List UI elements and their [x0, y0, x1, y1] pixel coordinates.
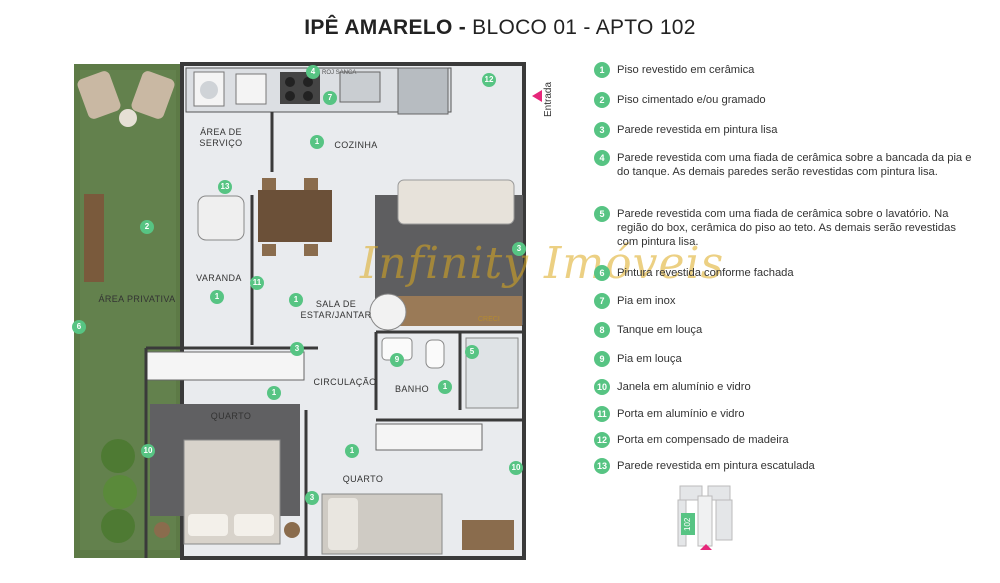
legend-badge: 6: [594, 265, 610, 281]
sofa: [397, 179, 515, 225]
legend-badge: 9: [594, 351, 610, 367]
plan-marker: 1: [267, 386, 281, 400]
room-cozinha: COZINHA: [334, 140, 378, 150]
plan-marker: 11: [250, 276, 264, 290]
room-circulacao: CIRCULAÇÃO: [313, 377, 377, 387]
legend-badge: 13: [594, 458, 610, 474]
legend-text: Porta em alumínio e vidro: [617, 408, 745, 420]
plan-marker: 6: [72, 320, 86, 334]
plan-small-text: ROJ SANCA: [322, 70, 357, 76]
key-plan-arrow: [700, 544, 712, 550]
desk: [462, 520, 514, 550]
legend-item: 4 Parede revestida com uma fiada de cerâ…: [594, 150, 974, 179]
legend-text: Pintura revestida conforme fachada: [617, 267, 794, 279]
legend-item: 8 Tanque em louça: [594, 322, 974, 338]
floor-plan-drawing: [74, 62, 542, 560]
legend-text: Parede revestida com uma fiada de cerâmi…: [617, 208, 956, 248]
title-unit: BLOCO 01 - APTO 102: [472, 16, 696, 39]
legend-item: 3 Parede revestida em pintura lisa: [594, 122, 974, 138]
legend-item: 5 Parede revestida com uma fiada de cerâ…: [594, 206, 974, 249]
hedge-1: [101, 439, 135, 473]
legend-item: 2 Piso cimentado e/ou gramado: [594, 92, 974, 108]
legend-text: Pia em inox: [617, 295, 676, 307]
hedge-2: [103, 475, 137, 509]
plan-marker: 10: [509, 461, 523, 475]
room-area-servico: ÁREA DE SERVIÇO: [199, 127, 243, 148]
legend-item: 9 Pia em louça: [594, 351, 974, 367]
room-quarto-1: QUARTO: [210, 411, 252, 421]
plan-marker: 1: [310, 135, 324, 149]
legend-badge: 11: [594, 406, 610, 422]
legend-badge: 4: [594, 150, 610, 166]
plan-marker: 1: [289, 293, 303, 307]
floor-plan: ÁREA DE SERVIÇO COZINHA VARANDA ÁREA PRI…: [72, 62, 554, 560]
legend-text: Piso revestido em cerâmica: [617, 64, 755, 76]
plan-marker: 12: [482, 73, 496, 87]
plan-marker: 3: [512, 242, 526, 256]
hedge-3: [101, 509, 135, 543]
toilet: [425, 339, 445, 369]
garden-chair-2: [131, 71, 175, 119]
legend-item: 10 Janela em alumínio e vidro: [594, 379, 974, 395]
page-title: IPÊ AMARELO - BLOCO 01 - APTO 102: [0, 16, 1000, 40]
plan-marker: 2: [140, 220, 154, 234]
legend-text: Parede revestida em pintura lisa: [617, 124, 778, 136]
legend-item: 11 Porta em alumínio e vidro: [594, 406, 974, 422]
legend-item: 1 Piso revestido em cerâmica: [594, 62, 974, 78]
wardrobe-2: [375, 423, 483, 451]
plan-marker: 7: [323, 91, 337, 105]
legend-text: Pia em louça: [617, 353, 682, 365]
garden-chair-1: [77, 71, 121, 119]
varanda-armchair: [197, 195, 245, 241]
title-project: IPÊ AMARELO -: [304, 16, 467, 39]
entrance: Entrada: [543, 72, 565, 132]
legend-badge: 1: [594, 62, 610, 78]
room-sala: SALA DE ESTAR/JANTAR: [300, 299, 372, 320]
room-banho: BANHO: [394, 384, 429, 394]
entrance-label: Entrada: [543, 81, 555, 118]
legend-item: 12 Porta em compensado de madeira: [594, 432, 974, 448]
legend-text: Porta em compensado de madeira: [617, 434, 789, 446]
legend-badge: 8: [594, 322, 610, 338]
legend-badge: 2: [594, 92, 610, 108]
legend-text: Piso cimentado e/ou gramado: [617, 94, 766, 106]
watermark: Infinity Imóveis: [360, 238, 725, 289]
sink-inox: [339, 71, 381, 103]
legend-text: Janela em alumínio e vidro: [617, 381, 751, 393]
legend-badge: 7: [594, 293, 610, 309]
legend-text: Parede revestida em pintura escatulada: [617, 460, 815, 472]
plan-marker: 9: [390, 353, 404, 367]
plan-marker: 5: [465, 345, 479, 359]
plan-marker: 3: [290, 342, 304, 356]
legend-item: 7 Pia em inox: [594, 293, 974, 309]
garden-bench: [84, 194, 104, 282]
plan-marker: 3: [305, 491, 319, 505]
legend-badge: 5: [594, 206, 610, 222]
legend-item: 13 Parede revestida em pintura escatulad…: [594, 458, 974, 474]
legend-badge: 3: [594, 122, 610, 138]
plan-marker: 4: [306, 65, 320, 79]
plan-marker: 1: [438, 380, 452, 394]
legend-text: Parede revestida com uma fiada de cerâmi…: [617, 152, 972, 178]
laundry-tank: [235, 73, 267, 105]
room-quarto-2: QUARTO: [342, 474, 384, 484]
legend-text: Tanque em louça: [617, 324, 703, 336]
key-plan-unit-label: 102: [681, 513, 695, 535]
plan-marker: 1: [210, 290, 224, 304]
legend-badge: 10: [594, 379, 610, 395]
dining-table: [258, 190, 332, 242]
legend-item: 6 Pintura revestida conforme fachada: [594, 265, 974, 281]
watermark-sub: CRECI: [478, 316, 500, 323]
room-area-privativa: ÁREA PRIVATIVA: [98, 294, 176, 304]
plan-marker: 13: [218, 180, 232, 194]
room-varanda: VARANDA: [196, 273, 242, 283]
legend-badge: 12: [594, 432, 610, 448]
fridge: [397, 67, 449, 115]
plan-marker: 10: [141, 444, 155, 458]
entrance-arrow: [532, 90, 542, 102]
plan-marker: 1: [345, 444, 359, 458]
wardrobe-1: [145, 351, 305, 381]
